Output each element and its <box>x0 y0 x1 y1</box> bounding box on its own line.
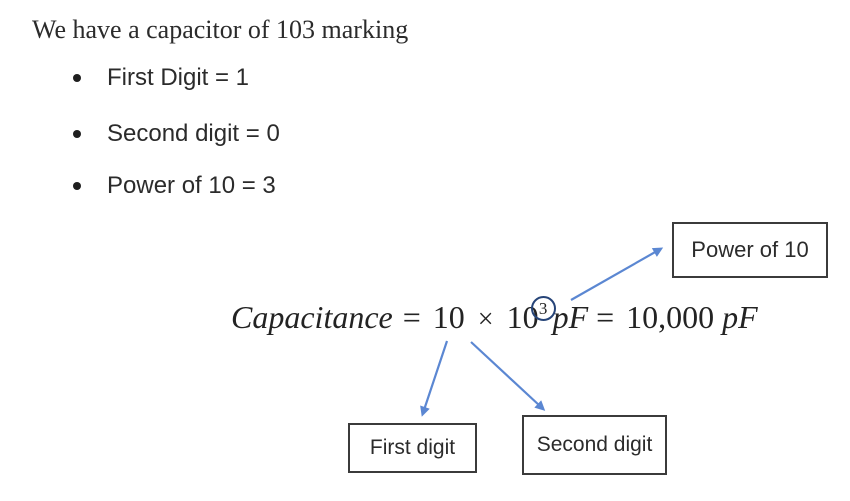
bullet-dot-icon <box>73 74 81 82</box>
callout-label: Power of 10 <box>691 237 809 262</box>
callout-box-power-of-10: Power of 10 <box>672 222 828 278</box>
formula-unit: pF <box>552 299 589 335</box>
equals-sign: = <box>402 299 421 335</box>
bullet-dot-icon <box>73 182 81 190</box>
list-item: First Digit = 1 <box>73 63 249 93</box>
formula-result: 10,000 <box>626 299 715 335</box>
list-item: Power of 10 = 3 <box>73 171 276 201</box>
bullet-label-second-digit: Second digit = 0 <box>107 120 280 147</box>
arrow-to-power-of-10-box <box>570 247 664 301</box>
arrow-to-first-digit-box <box>420 340 449 417</box>
bullet-label-power-of-10: Power of 10 = 3 <box>107 172 276 199</box>
list-item: Second digit = 0 <box>73 119 280 149</box>
exponent-circle: 3 <box>530 296 556 322</box>
multiplication-sign: × <box>477 304 494 335</box>
page-title: We have a capacitor of 103 marking <box>32 15 409 44</box>
formula-result-unit: pF <box>722 299 758 335</box>
callout-label: Second digit <box>536 433 653 456</box>
callout-box-second-digit: Second digit <box>522 415 667 475</box>
formula-exponent: 3 <box>538 299 548 319</box>
arrow-to-second-digit-box <box>470 341 546 411</box>
formula-name: Capacitance <box>231 299 393 335</box>
callout-box-first-digit: First digit <box>348 423 477 473</box>
bullet-label-first-digit: First Digit = 1 <box>107 64 250 91</box>
formula-first-two-digits: 10 <box>432 299 465 335</box>
equals-sign: = <box>596 299 615 335</box>
callout-label: First digit <box>369 436 456 459</box>
bullet-dot-icon <box>73 130 81 138</box>
